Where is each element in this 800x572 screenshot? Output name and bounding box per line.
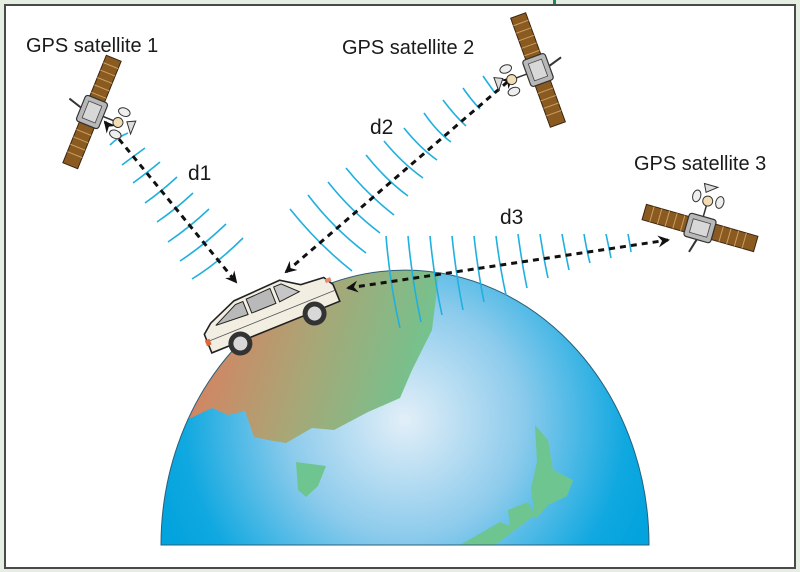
distance-label-d3: d3 — [500, 206, 524, 229]
car-icon — [203, 276, 341, 356]
satellite-1-icon — [45, 47, 156, 184]
satellite-3-icon — [636, 168, 769, 270]
top-edge-accent — [553, 0, 556, 5]
distance-arrow-d3 — [346, 235, 670, 293]
signal-waves-d1 — [109, 132, 244, 280]
distance-arrow-d2 — [284, 76, 514, 274]
satellite-2-label: GPS satellite 2 — [342, 37, 475, 59]
distance-arrow-d1 — [103, 120, 238, 284]
earth-globe — [160, 269, 650, 546]
satellite-3-label: GPS satellite 3 — [634, 153, 767, 175]
satellite-1-label: GPS satellite 1 — [26, 35, 159, 57]
distance-label-d2: d2 — [370, 116, 394, 139]
satellite-2-icon — [475, 5, 584, 141]
distance-label-d1: d1 — [188, 162, 212, 185]
